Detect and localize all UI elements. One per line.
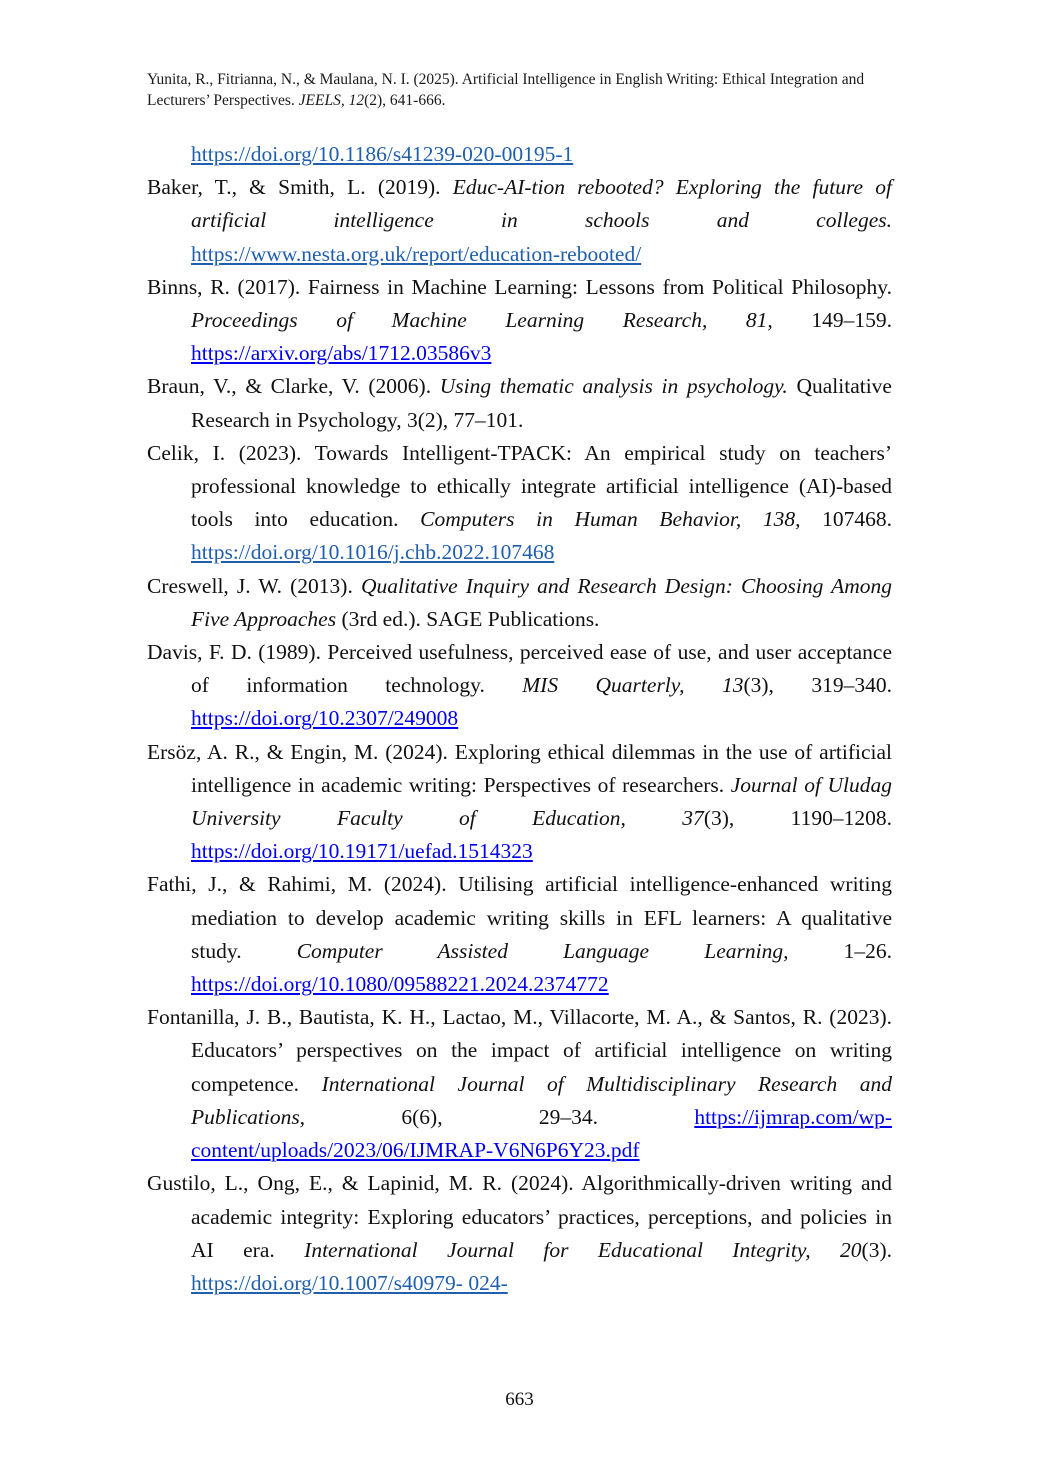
running-head-issue-pages: (2), 641-666.	[364, 92, 446, 109]
reference-item-davis: Davis, F. D. (1989). Perceived usefulnes…	[147, 636, 892, 736]
reference-link[interactable]: https://doi.org/10.1007/s40979- 024-	[191, 1270, 508, 1295]
page-number: 663	[505, 1389, 534, 1410]
reference-title: International Journal of Multidisciplina…	[191, 1071, 892, 1129]
reference-link[interactable]: https://ijmrap.com/wp-content/uploads/20…	[191, 1104, 892, 1163]
reference-details: (3), 1190–1208.	[703, 806, 892, 831]
reference-title: Using thematic analysis in psychology.	[439, 374, 788, 399]
reference-details: (3rd ed.). SAGE Publications.	[336, 606, 600, 631]
reference-details: Qualitative Research in Psychology, 3(2)…	[191, 374, 892, 432]
reference-item-baker: Baker, T., & Smith, L. (2019). Educ-AI-t…	[147, 171, 892, 271]
running-head-citation: Yunita, R., Fitrianna, N., & Maulana, N.…	[147, 71, 865, 109]
reference-authors: Creswell, J. W. (2013).	[147, 573, 361, 598]
reference-list: https://doi.org/10.1186/s41239-020-00195…	[147, 138, 892, 1300]
reference-link[interactable]: https://doi.org/10.19171/uefad.1514323	[191, 839, 533, 864]
reference-item-celik: Celik, I. (2023). Towards Intelligent-TP…	[147, 437, 892, 570]
reference-title: International Journal for Educational In…	[304, 1237, 862, 1262]
reference-item-fathi: Fathi, J., & Rahimi, M. (2024). Utilisin…	[147, 868, 892, 1001]
reference-details: 6(6), 29–34.	[305, 1104, 695, 1129]
running-head: Yunita, R., Fitrianna, N., & Maulana, N.…	[147, 69, 897, 111]
reference-title: Proceedings of Machine Learning Research…	[191, 308, 773, 333]
reference-link[interactable]: https://doi.org/10.2307/249008	[191, 706, 459, 731]
reference-details: 107468.	[800, 507, 892, 532]
reference-title: Journal of Uludag University Faculty of …	[191, 772, 892, 831]
reference-link[interactable]: https://doi.org/10.1016/j.chb.2022.10746…	[191, 540, 555, 565]
reference-item-braun: Braun, V., & Clarke, V. (2006). Using th…	[147, 370, 892, 436]
reference-link[interactable]: https://www.nesta.org.uk/report/educatio…	[191, 241, 642, 266]
running-head-journal: JEELS,	[298, 92, 345, 109]
reference-authors: Gustilo, L., Ong, E., & Lapinid, M. R. (…	[147, 1171, 892, 1262]
reference-title: Qualitative Inquiry and Research Design:…	[191, 573, 892, 631]
reference-authors: Davis, F. D. (1989). Perceived usefulnes…	[147, 640, 892, 698]
reference-title: Computer Assisted Language Learning,	[296, 938, 789, 963]
reference-item-fontanilla: Fontanilla, J. B., Bautista, K. H., Lact…	[147, 1001, 892, 1167]
reference-link[interactable]: https://doi.org/10.1080/09588221.2024.23…	[191, 972, 609, 997]
reference-link[interactable]: https://doi.org/10.1186/s41239-020-00195…	[191, 142, 574, 166]
reference-link[interactable]: https://arxiv.org/abs/1712.03586v3	[191, 341, 492, 366]
reference-item-gustilo: Gustilo, L., Ong, E., & Lapinid, M. R. (…	[147, 1167, 892, 1300]
running-head-volume: 12	[344, 92, 365, 109]
reference-title: Computers in Human Behavior, 138,	[420, 507, 801, 532]
reference-item-creswell: Creswell, J. W. (2013). Qualitative Inqu…	[147, 570, 892, 636]
reference-details: 149–159.	[772, 308, 892, 333]
reference-authors: Baker, T., & Smith, L. (2019).	[147, 175, 453, 200]
reference-item-continuation: https://doi.org/10.1186/s41239-020-00195…	[147, 138, 892, 171]
reference-item-ersoz: Ersöz, A. R., & Engin, M. (2024). Explor…	[147, 736, 892, 869]
reference-title: Educ-AI-tion rebooted? Exploring the fut…	[191, 175, 892, 233]
reference-details: (3).	[861, 1237, 892, 1262]
reference-authors: Binns, R. (2017). Fairness in Machine Le…	[147, 274, 892, 299]
reference-authors: Ersöz, A. R., & Engin, M. (2024). Explor…	[147, 739, 892, 797]
reference-authors: Braun, V., & Clarke, V. (2006).	[147, 374, 440, 399]
reference-details: (3), 319–340.	[743, 673, 892, 698]
reference-item-binns: Binns, R. (2017). Fairness in Machine Le…	[147, 271, 892, 371]
reference-authors: Fontanilla, J. B., Bautista, K. H., Lact…	[147, 1005, 892, 1096]
reference-title: MIS Quarterly, 13	[522, 673, 744, 698]
reference-authors: Fathi, J., & Rahimi, M. (2024). Utilisin…	[147, 872, 892, 963]
reference-details: 1–26.	[788, 938, 892, 963]
reference-authors: Celik, I. (2023). Towards Intelligent-TP…	[147, 440, 892, 532]
